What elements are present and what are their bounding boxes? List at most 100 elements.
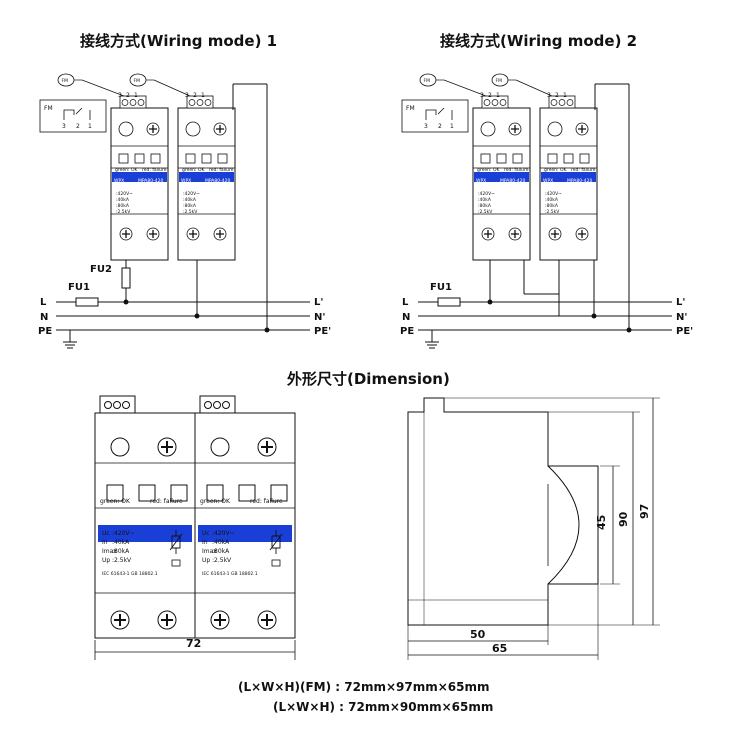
spec-uc: :420V~	[116, 191, 133, 197]
status-green-label: green: OK	[544, 167, 567, 173]
spec-key: Imax	[102, 548, 117, 555]
spec-uc: :420V~	[183, 191, 200, 197]
fm-terminal-2: 2	[126, 92, 130, 99]
bus-l-label: L	[40, 297, 47, 308]
brand-label: WPX	[101, 511, 117, 518]
dim-height-90: 90	[617, 511, 630, 527]
fm-terminal-2: 2	[488, 92, 492, 99]
wiring-mode-1-title: 接线方式(Wiring mode) 1	[80, 32, 277, 50]
front-view: green: OK red: failure green: OK red: fa…	[94, 395, 296, 660]
bus-pe-out-label: PE'	[676, 326, 693, 337]
varistor-icon	[169, 530, 183, 554]
brand-label: WPX	[114, 178, 124, 184]
fm-terminal-1: 1	[496, 92, 500, 99]
brand-label: WPX	[201, 511, 217, 518]
wiring-mode-2: FM FM 3 2 1 3 2 1 FM 3 2 1 green: OK red…	[400, 73, 693, 349]
status-green-label: green: OK	[115, 167, 138, 173]
dim-height-97: 97	[638, 504, 651, 519]
spec-in: :40kA	[116, 197, 130, 203]
bus-pe-label: PE	[400, 326, 414, 337]
dim-height-45: 45	[595, 515, 608, 530]
dim-depth-50: 50	[470, 628, 486, 641]
model-label: MPA80-420	[138, 178, 163, 184]
model-label: MPA80-420	[142, 517, 176, 524]
model-label: MPA80-420	[500, 178, 525, 184]
dimension-title: 外形尺寸(Dimension)	[286, 370, 450, 388]
brand-label: WPX	[543, 178, 553, 184]
fm-signal-label: FM	[62, 78, 69, 84]
spec-uc: :420V~	[478, 191, 495, 197]
spec-in: :40kA	[183, 197, 197, 203]
spec-key: In	[202, 539, 208, 546]
fm-contact-2: 2	[76, 123, 80, 130]
spec-uc: :420V~	[545, 191, 562, 197]
fuse-fu1	[437, 297, 461, 307]
brand-label: WPX	[181, 178, 191, 184]
fm-terminal-2: 2	[555, 92, 559, 99]
spec-uc: :420V~	[212, 530, 235, 537]
bus-pe-label: PE	[38, 326, 52, 337]
fm-contact-box	[39, 99, 107, 133]
standard-label: IEC 61643-1 GB 18802.1	[202, 571, 258, 577]
spec-up: :2.5kV	[212, 557, 232, 564]
spec-imax: :80kA	[478, 203, 492, 209]
subtitle-label: Surge Protection	[201, 519, 238, 525]
spec-key: Imax	[202, 548, 217, 555]
model-label: MPA80-420	[205, 178, 230, 184]
fuse-fu2	[121, 267, 131, 289]
bus-n-out-label: N'	[676, 312, 687, 323]
spec-in: :40kA	[478, 197, 492, 203]
bus-n-label: N	[402, 312, 410, 323]
model-label: MPA80-420	[567, 178, 592, 184]
spec-key: Uc	[202, 530, 210, 537]
spec-in: :40kA	[212, 539, 230, 546]
spec-imax: :80kA	[112, 548, 130, 555]
spec-line-fm: (L×W×H)(FM) : 72mm×97mm×65mm	[238, 680, 490, 694]
spec-key: Up	[202, 557, 210, 564]
fm-terminal-1: 1	[201, 92, 205, 99]
bus-l-label: L	[402, 297, 409, 308]
spec-up: :2.5kV	[183, 209, 198, 215]
fu1-label: FU1	[430, 282, 452, 293]
spec-key: In	[102, 539, 108, 546]
fm-terminal-3: 3	[118, 92, 122, 99]
varistor-icon	[269, 530, 283, 554]
bus-l-out-label: L'	[314, 297, 323, 308]
ground-icon	[425, 341, 439, 349]
fm-terminal-3: 3	[185, 92, 189, 99]
fm-contact-box	[401, 99, 469, 133]
spd-module-2b	[539, 95, 598, 261]
spec-up: :2.5kV	[545, 209, 560, 215]
fm-signal-label: FM	[424, 78, 431, 84]
spec-imax: :80kA	[183, 203, 197, 209]
status-green-label: green: OK	[182, 167, 205, 173]
wiring-mode-1: FM FM 3 2 1 3 2 1 FM 3 2 1 green: OK red…	[38, 73, 331, 349]
fm-contact-3: 3	[62, 123, 66, 130]
fu2-label: FU2	[90, 264, 112, 275]
wiring-mode-2-title: 接线方式(Wiring mode) 2	[440, 32, 637, 50]
fm-contact-1: 1	[450, 123, 454, 130]
dim-depth-65: 65	[492, 642, 507, 655]
side-view: 45 90 97 50 65	[407, 397, 660, 660]
spec-key: Uc	[102, 530, 110, 537]
fm-terminal-1: 1	[563, 92, 567, 99]
spec-imax: :80kA	[212, 548, 230, 555]
status-green-label: green: OK	[100, 498, 131, 505]
status-red-label: red: failure	[504, 167, 529, 173]
fm-contact-1: 1	[88, 123, 92, 130]
fm-terminal-2: 2	[193, 92, 197, 99]
spd-module-1a	[110, 95, 169, 261]
fm-signal-label: FM	[134, 78, 141, 84]
status-green-label: green: OK	[200, 498, 231, 505]
bus-n-label: N	[40, 312, 48, 323]
status-red-label: red: failure	[142, 167, 167, 173]
bus-l-out-label: L'	[676, 297, 685, 308]
spec-line-standard: (L×W×H) : 72mm×90mm×65mm	[273, 700, 493, 714]
spec-imax: :80kA	[545, 203, 559, 209]
fm-terminal-1: 1	[134, 92, 138, 99]
standard-label: IEC 61643-1 GB 18802.1	[102, 571, 158, 577]
status-red-label: red: failure	[571, 167, 596, 173]
spec-uc: :420V~	[112, 530, 135, 537]
fm-contact-label: FM	[406, 105, 415, 112]
